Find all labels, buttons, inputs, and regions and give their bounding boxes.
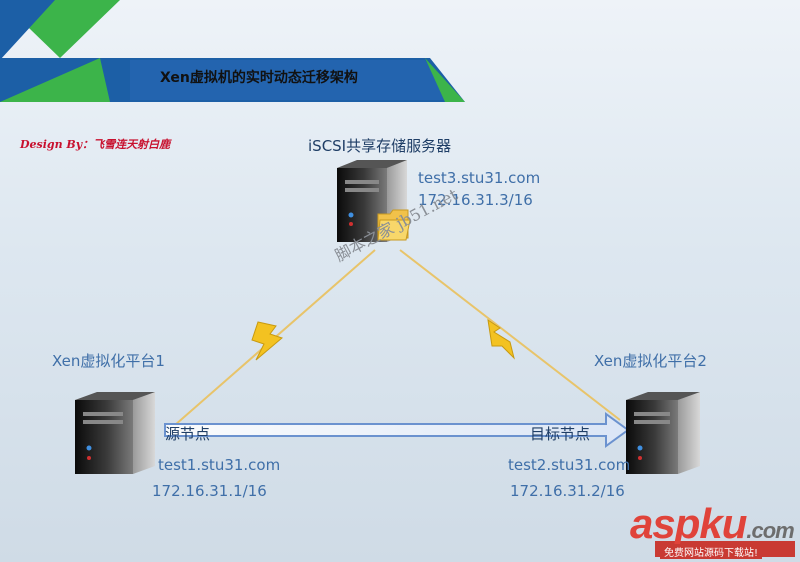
platform2-role: 目标节点 bbox=[530, 425, 591, 443]
storage-host: test3.stu31.com bbox=[418, 169, 541, 187]
link-storage-to-p2 bbox=[399, 249, 621, 421]
deco-triangle-blue bbox=[0, 0, 55, 60]
diagram-title: Xen虚拟机的实时动态迁移架构 bbox=[160, 70, 358, 86]
folder-icon bbox=[377, 209, 411, 241]
platform2-ip: 172.16.31.2/16 bbox=[510, 482, 625, 500]
bolt-left bbox=[251, 321, 284, 361]
storage-ip: 172.16.31.3/16 bbox=[418, 191, 533, 209]
brand-logo: aspku.com bbox=[630, 500, 795, 548]
platform2-host: test2.stu31.com bbox=[508, 456, 631, 474]
platform1-server-icon bbox=[75, 392, 155, 474]
platform1-role: 源节点 bbox=[165, 425, 211, 443]
design-by-credit: Design By：飞雪连天射白鹿 bbox=[20, 138, 171, 151]
brand-name: aspku bbox=[630, 500, 747, 547]
deco-triangle-green-lower bbox=[0, 58, 110, 102]
platform1-host: test1.stu31.com bbox=[158, 456, 281, 474]
platform1-label: Xen虚拟化平台1 bbox=[52, 352, 165, 370]
deco-triangle-green-right bbox=[425, 58, 465, 102]
platform1-ip: 172.16.31.1/16 bbox=[152, 482, 267, 500]
banner-inner bbox=[130, 60, 455, 100]
bolt-right bbox=[487, 318, 515, 360]
migration-arrow bbox=[164, 412, 630, 448]
brand-domain: .com bbox=[746, 518, 794, 543]
storage-label: iSCSI共享存储服务器 bbox=[308, 137, 452, 155]
platform2-label: Xen虚拟化平台2 bbox=[594, 352, 707, 370]
platform2-server-icon bbox=[626, 392, 700, 474]
brand-tagline: 免费网站源码下载站! bbox=[660, 544, 763, 559]
